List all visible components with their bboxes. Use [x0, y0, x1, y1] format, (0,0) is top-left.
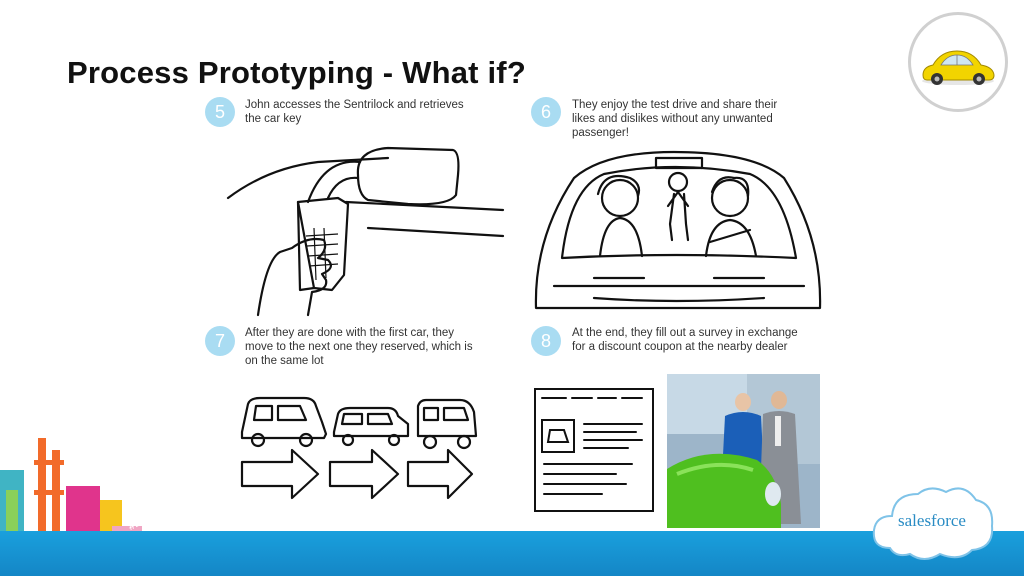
step-8-line-2: for a discount coupon at the nearby deal… [572, 341, 788, 353]
survey-form-sketch [534, 388, 654, 512]
step-6-line-3: passenger! [572, 127, 629, 139]
step-5-line-2: the car key [245, 113, 302, 125]
yellow-car-icon [922, 50, 995, 85]
step-8-number: 8 [531, 326, 561, 356]
step-5-number: 5 [205, 97, 235, 127]
step-6-line-2: likes and dislikes without any unwanted [572, 113, 773, 125]
car-logo-badge [908, 12, 1008, 112]
step-8-caption: At the end, they fill out a survey in ex… [572, 326, 798, 354]
step-7-line-3: on the same lot [245, 355, 324, 367]
cars-and-arrows-sketch [240, 396, 478, 500]
step-7-line-2: move to the next one they reserved, whic… [245, 341, 473, 353]
salesforce-logo-text: salesforce [898, 511, 966, 530]
footer-bar [0, 531, 1024, 576]
step-6-line-1: They enjoy the test drive and share thei… [572, 99, 778, 111]
step-6-caption: They enjoy the test drive and share thei… [572, 98, 777, 140]
step-6-number: 6 [531, 97, 561, 127]
slide-title: Process Prototyping - What if? [67, 55, 526, 90]
dealer-photo [667, 374, 820, 528]
step-5-caption: John accesses the Sentrilock and retriev… [245, 98, 464, 126]
step-7-number: 7 [205, 326, 235, 356]
step-7-caption: After they are done with the first car, … [245, 326, 473, 368]
step-7-line-1: After they are done with the first car, … [245, 327, 455, 339]
salesforce-cloud-icon [872, 487, 994, 560]
step-8-line-1: At the end, they fill out a survey in ex… [572, 327, 798, 339]
test-drive-sketch [534, 150, 822, 310]
lockbox-sketch [226, 146, 505, 317]
step-5-line-1: John accesses the Sentrilock and retriev… [245, 99, 464, 111]
